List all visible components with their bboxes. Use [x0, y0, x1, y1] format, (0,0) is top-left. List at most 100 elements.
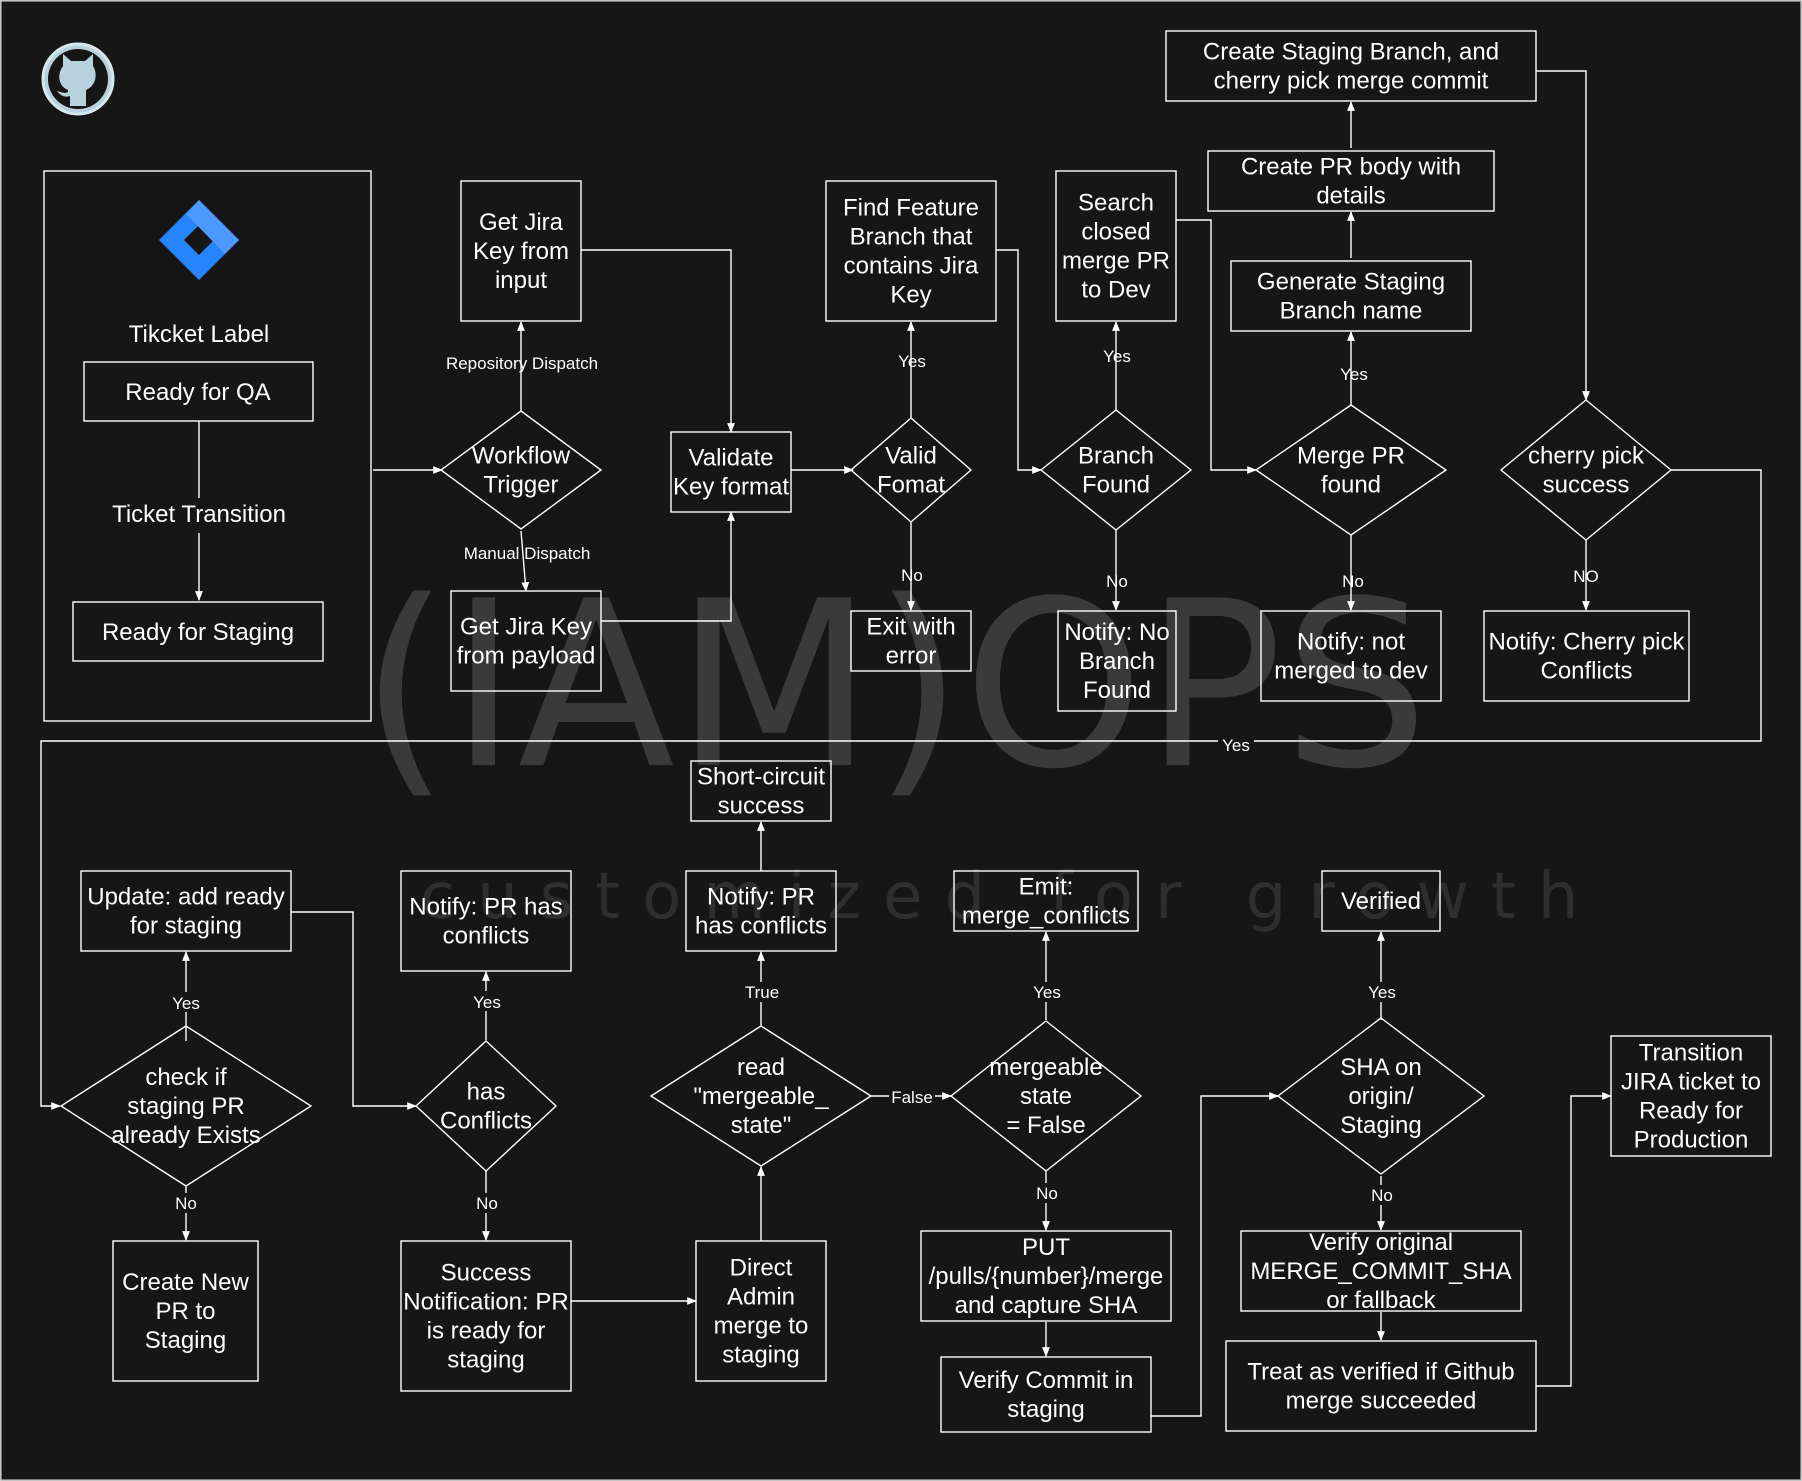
- notify-pr-conflicts-2-box: [685, 870, 837, 952]
- get-jira-key-payload-box: [450, 590, 602, 692]
- node-verified: Verified: [1321, 870, 1441, 932]
- edge-getkey-payload-validate: [601, 511, 735, 622]
- read-mergeable-state-text-line: read: [737, 1054, 785, 1081]
- get-jira-key-payload-text-line: Get Jira Key: [460, 614, 592, 641]
- workflow-trigger-diamond: [439, 410, 603, 530]
- notify-no-branch-text-line: Branch: [1079, 648, 1155, 675]
- label-yes-merge: Yes: [1340, 365, 1368, 384]
- ready-for-qa-label: Ready for QA: [125, 379, 270, 406]
- emit-merge-conflicts-text-line: Emit:: [1019, 874, 1074, 901]
- verified-text-line: Verified: [1341, 888, 1421, 915]
- generate-staging-branch-name-box: [1230, 260, 1472, 332]
- merge-pr-found-text-line: found: [1321, 472, 1381, 499]
- notify-cherry-pick-conflicts-text-line: Conflicts: [1540, 658, 1632, 685]
- edge-find-branch: [996, 249, 1042, 474]
- mergeable-state-false-text-line: = False: [1006, 1112, 1085, 1139]
- transition-jira-production-text-line: Transition: [1639, 1040, 1743, 1067]
- success-notification-text-line: staging: [447, 1347, 524, 1374]
- generate-staging-branch-name-text-line: Generate Staging: [1257, 269, 1445, 296]
- label-yes-branch: Yes: [1103, 347, 1131, 366]
- create-staging-branch-text-line: Create Staging Branch, and: [1203, 39, 1499, 66]
- edge-search-merge: [1176, 219, 1257, 474]
- create-new-pr-box: [112, 1240, 259, 1382]
- find-feature-branch-text-line: contains Jira: [844, 253, 979, 280]
- notify-no-branch-text-line: Notify: No: [1064, 619, 1169, 646]
- create-pr-body-box: [1207, 150, 1495, 212]
- success-notification-box: [400, 1240, 572, 1392]
- sha-on-origin-staging-diamond: [1276, 1017, 1486, 1175]
- update-ready-for-staging-text-line: for staging: [130, 913, 242, 940]
- direct-admin-merge-text-line: staging: [722, 1342, 799, 1369]
- find-feature-branch-text-line: Key: [890, 282, 931, 309]
- branch-found-text-line: Branch: [1078, 443, 1154, 470]
- find-feature-branch-text-line: Branch that: [850, 224, 973, 251]
- treat-as-verified-text-line: Treat as verified if Github: [1247, 1359, 1514, 1386]
- short-circuit-success-text-line: Short-circuit: [697, 764, 825, 791]
- has-conflicts-text-line: Conflicts: [440, 1108, 532, 1135]
- treat-as-verified-text-line: merge succeeded: [1286, 1388, 1477, 1415]
- has-conflicts-diamond: [414, 1040, 558, 1172]
- verify-commit-staging-text-line: Verify Commit in: [959, 1367, 1134, 1394]
- search-closed-merge-pr-text-line: Search: [1078, 190, 1154, 217]
- put-pulls-merge-text-line: PUT: [1022, 1234, 1070, 1261]
- short-circuit-success-box: [690, 760, 832, 822]
- check-staging-pr-text-line: already Exists: [111, 1122, 260, 1149]
- transition-jira-production-box: [1610, 1035, 1772, 1157]
- edges: [40, 70, 1762, 1417]
- merge-pr-found-diamond: [1254, 404, 1448, 536]
- label-yes-has: Yes: [473, 993, 501, 1012]
- verify-commit-staging-text-line: staging: [1007, 1396, 1084, 1423]
- validate-key-format-text-line: Validate: [689, 445, 774, 472]
- get-jira-key-input-text-line: input: [495, 267, 547, 294]
- update-ready-for-staging-text-line: Update: add ready: [87, 884, 284, 911]
- label-no-cherry: NO: [1573, 567, 1599, 586]
- verify-commit-staging-box: [940, 1356, 1152, 1433]
- valid-format-diamond: [849, 417, 973, 523]
- search-closed-merge-pr-text-line: closed: [1081, 219, 1150, 246]
- sha-on-origin-staging-text-line: origin/: [1348, 1083, 1414, 1110]
- search-closed-merge-pr-text-line: merge PR: [1062, 248, 1170, 275]
- success-notification-text-line: Success: [441, 1260, 532, 1287]
- put-pulls-merge-text-line: /pulls/{number}/merge: [929, 1263, 1164, 1290]
- notify-pr-conflicts-2-text-line: Notify: PR: [707, 884, 815, 911]
- validate-key-format-text-line: Key format: [673, 474, 789, 501]
- sha-on-origin-staging-text-line: SHA on: [1340, 1054, 1421, 1081]
- check-staging-pr-diamond: [59, 1025, 313, 1187]
- label-yes-mergeable: Yes: [1033, 983, 1061, 1002]
- check-staging-pr-text-line: check if: [145, 1064, 227, 1091]
- verify-original-sha-text-line: MERGE_COMMIT_SHA: [1250, 1258, 1511, 1285]
- read-mergeable-state-text-line: state": [731, 1112, 792, 1139]
- ready-for-staging-box: [72, 601, 324, 662]
- read-mergeable-state-diamond: [649, 1025, 873, 1167]
- edge-trigger-getkey-payload: [520, 530, 530, 592]
- merge-pr-found-text-line: Merge PR: [1297, 443, 1405, 470]
- edge-labels: Repository Dispatch Manual Dispatch Yes …: [168, 347, 1599, 1213]
- direct-admin-merge-box: [695, 1240, 827, 1382]
- get-jira-key-payload-text-line: from payload: [457, 643, 596, 670]
- jira-panel-title: Tikcket Label: [129, 321, 270, 348]
- create-new-pr-text-line: Create New: [122, 1269, 249, 1296]
- node-emit-merge-conflicts: Emit:merge_conflicts: [953, 870, 1139, 932]
- jira-icon: [159, 200, 239, 280]
- direct-admin-merge-text-line: Admin: [727, 1284, 795, 1311]
- notify-no-branch-text-line: Found: [1083, 677, 1151, 704]
- valid-format-text-line: Fomat: [877, 472, 945, 499]
- generate-staging-branch-name-text-line: Branch name: [1280, 298, 1423, 325]
- cherry-pick-success-diamond: [1499, 399, 1673, 541]
